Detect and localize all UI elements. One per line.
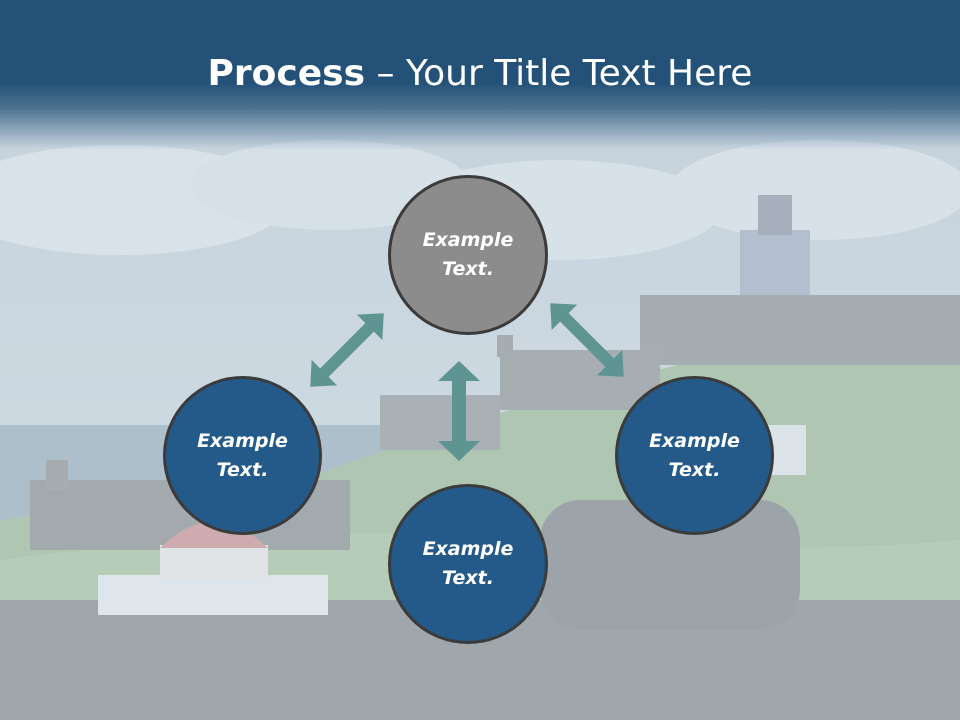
node-top-line2: Text. xyxy=(442,258,494,280)
title-bold: Process xyxy=(207,53,366,94)
slide-title[interactable]: Process – Your Title Text Here xyxy=(0,52,960,96)
process-node-left[interactable]: Example Text. xyxy=(163,376,322,535)
double-arrow-right[interactable] xyxy=(538,291,637,390)
node-bottom-line1: Example xyxy=(422,538,514,560)
node-bottom-line2: Text. xyxy=(442,567,494,589)
node-left-line1: Example xyxy=(197,429,288,452)
process-node-top[interactable]: Example Text. xyxy=(388,175,548,335)
node-right-line1: Example xyxy=(649,429,740,452)
node-right-line2: Text. xyxy=(668,458,721,481)
double-arrow-left[interactable] xyxy=(298,301,397,400)
title-rest: – Your Title Text Here xyxy=(365,53,753,94)
title-bar xyxy=(0,0,960,150)
process-node-bottom[interactable]: Example Text. xyxy=(388,484,548,644)
process-node-right[interactable]: Example Text. xyxy=(615,376,774,535)
node-left-line2: Text. xyxy=(216,458,269,481)
node-top-line1: Example xyxy=(422,229,514,251)
double-arrow-vertical[interactable] xyxy=(438,361,480,461)
